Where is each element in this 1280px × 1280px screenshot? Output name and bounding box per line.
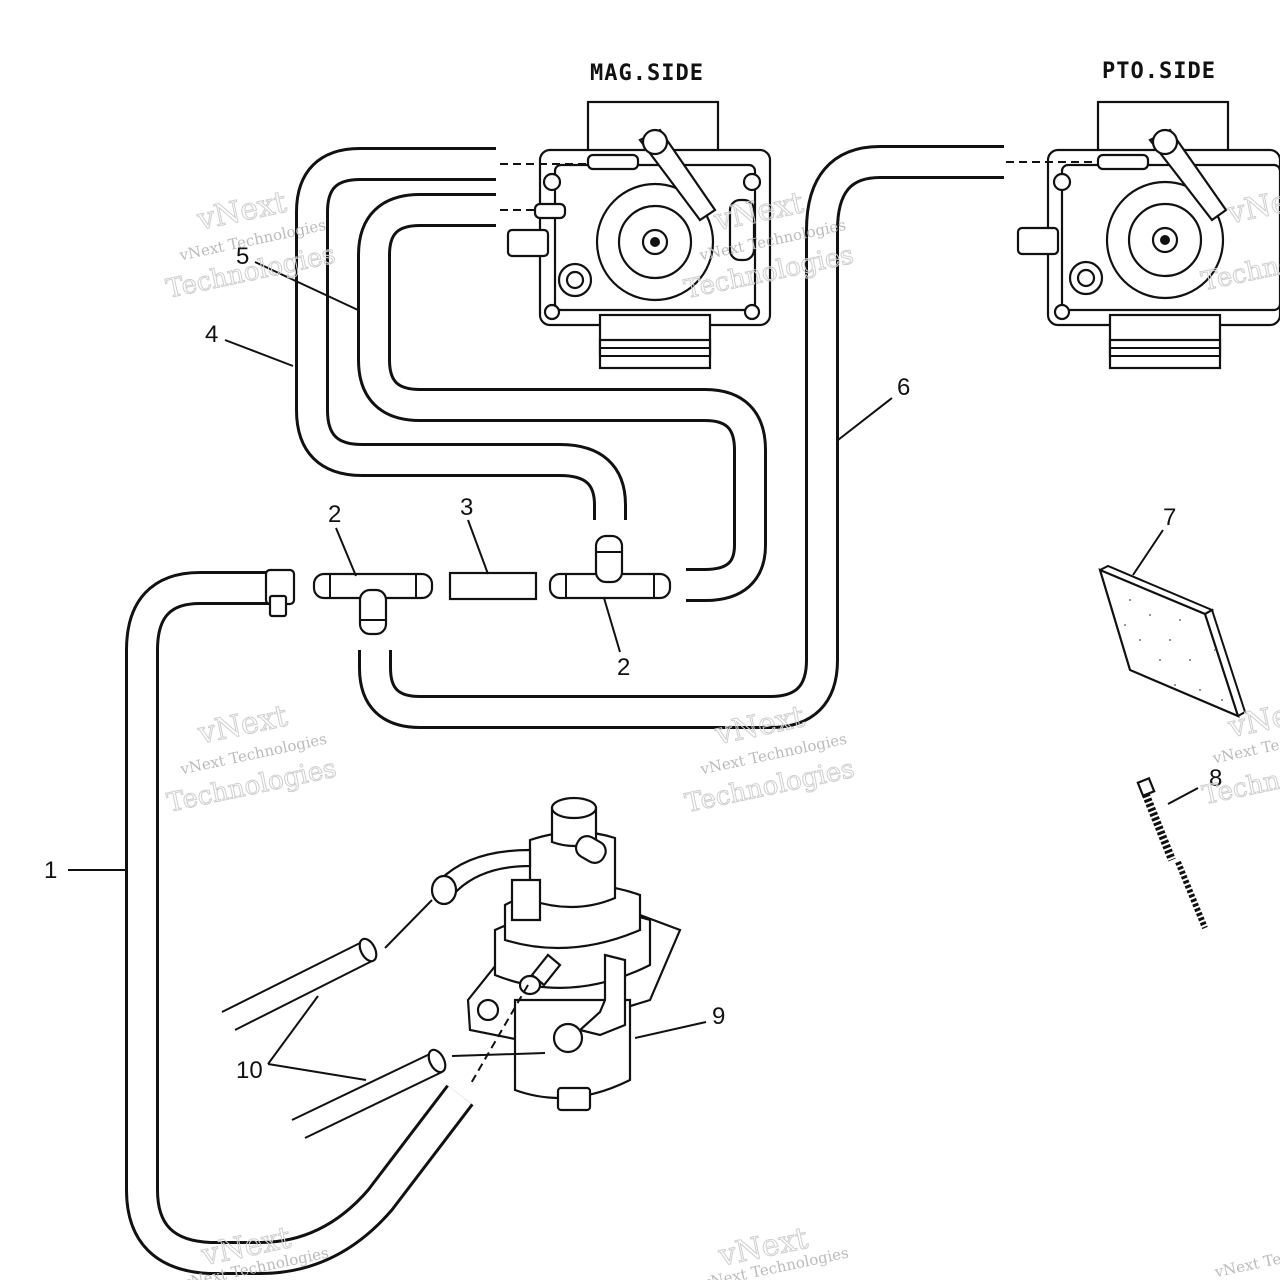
heading-mag-side: MAG.SIDE [590, 61, 704, 86]
tee-fitting-right [548, 534, 672, 600]
watermark-8: vNext vNext Technologies [700, 1220, 850, 1280]
callout-1: 1 [44, 857, 57, 884]
callout-6: 6 [897, 374, 910, 401]
dash-pump-outlet [469, 984, 529, 1086]
leader-lines [68, 261, 1199, 1081]
hose-4 [295, 147, 627, 522]
filter-pad-texture [1124, 599, 1223, 701]
callout-9: 9 [712, 1003, 725, 1030]
callout-8: 8 [1209, 765, 1222, 792]
short-hose-10b [291, 1048, 447, 1139]
mag-carburetor [506, 100, 772, 370]
heading-pto-side: PTO.SIDE [1102, 59, 1216, 84]
callout-2-upper: 2 [328, 501, 341, 528]
cable-tie [1136, 776, 1208, 930]
short-hose-10a [221, 937, 378, 1031]
pump-link-lower [451, 1052, 546, 1057]
pto-carburetor [1016, 100, 1280, 370]
callout-5: 5 [236, 243, 249, 270]
watermark-9: vNext Technologies [1212, 1233, 1280, 1280]
callout-2-lower: 2 [617, 654, 630, 681]
callout-4: 4 [205, 321, 218, 348]
callout-10: 10 [236, 1057, 263, 1084]
hose-5 [357, 193, 767, 602]
hose-clamp [264, 568, 296, 618]
callout-3: 3 [460, 494, 473, 521]
tee-fitting-left [312, 572, 434, 636]
hose-1 [125, 571, 474, 1275]
callout-7: 7 [1163, 504, 1176, 531]
fuel-pump [430, 796, 682, 1112]
connector-hose-3 [448, 571, 538, 601]
svg-text:vNext Technologies: vNext Technologies [1212, 1233, 1280, 1280]
watermark-4: vNext vNext Technologies Technologies [164, 698, 340, 819]
filter-pad [1098, 564, 1247, 718]
hose-6 [358, 145, 1004, 729]
pump-link-upper [384, 899, 433, 949]
